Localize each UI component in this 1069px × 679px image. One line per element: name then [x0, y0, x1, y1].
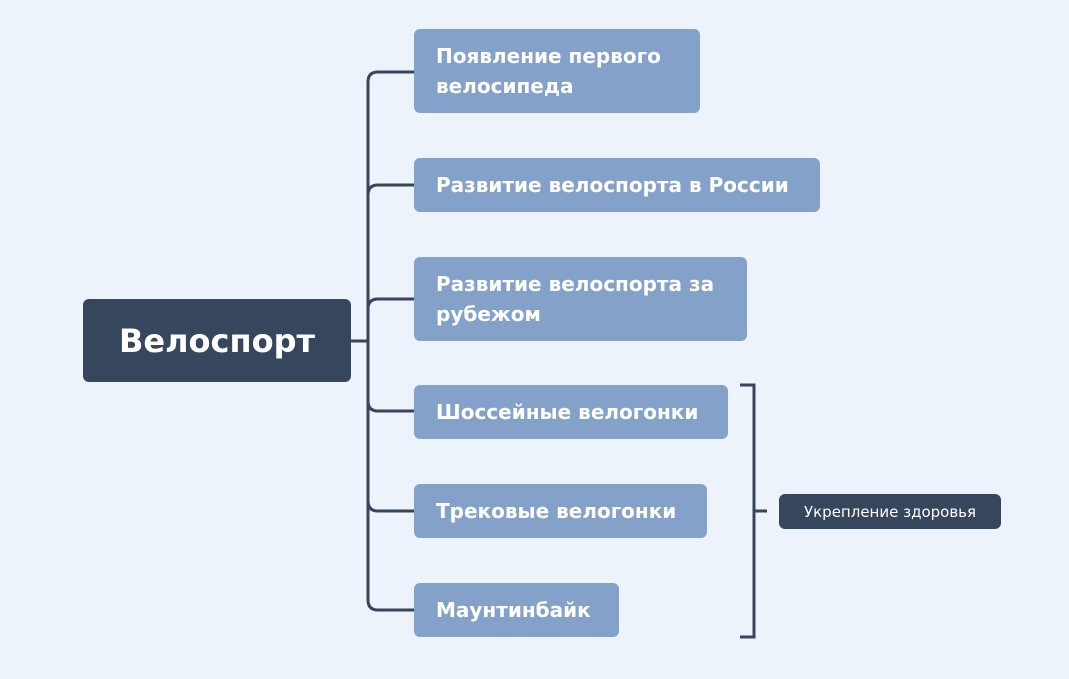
branch-label: Трековые велогонки: [436, 499, 677, 523]
root-node[interactable]: Велоспорт: [83, 299, 351, 382]
branch-node[interactable]: Шоссейные велогонки: [414, 385, 728, 439]
summary-bracket: [740, 383, 756, 639]
branch-label: Развитие велоспорта в России: [436, 173, 789, 197]
branch-node[interactable]: Развитие велоспорта за рубежом: [414, 257, 747, 341]
branch-connector: [366, 500, 414, 513]
branch-label: Развитие велоспорта за рубежом: [436, 272, 715, 326]
summary-node[interactable]: Укрепление здоровья: [779, 494, 1001, 529]
branch-node[interactable]: Появление первого велосипеда: [414, 29, 700, 113]
branch-label: Появление первого велосипеда: [436, 44, 661, 98]
branch-node[interactable]: Маунтинбайк: [414, 583, 619, 637]
branch-node[interactable]: Трековые велогонки: [414, 484, 707, 538]
summary-label: Укрепление здоровья: [803, 502, 977, 521]
root-label: Велоспорт: [118, 321, 316, 360]
branch-connector: [366, 297, 414, 310]
branch-label: Шоссейные велогонки: [436, 400, 699, 424]
branch-label: Маунтинбайк: [436, 598, 591, 622]
branch-connector: [366, 400, 414, 413]
branch-node[interactable]: Развитие велоспорта в России: [414, 158, 820, 212]
trunk-line: [366, 70, 414, 612]
branch-connector: [366, 183, 414, 196]
